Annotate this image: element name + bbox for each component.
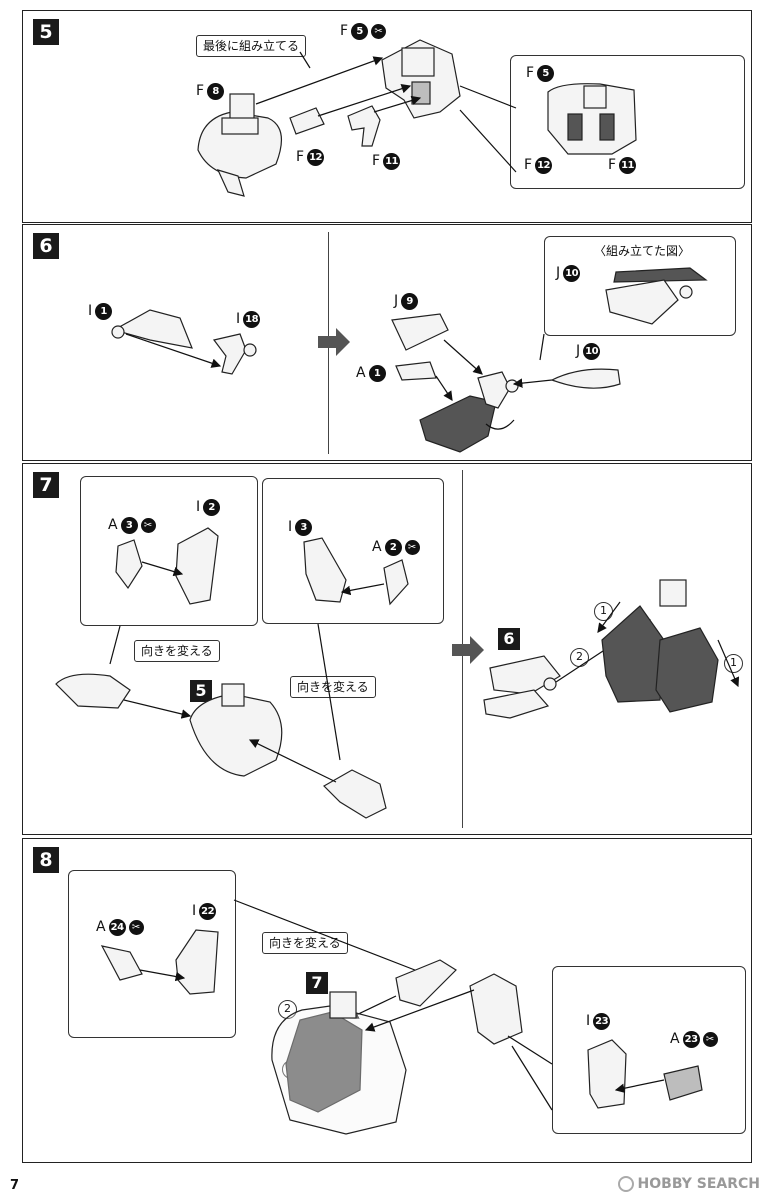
step8-drawings: [100, 899, 703, 1135]
step-5-callout: 最後に組み立てる: [196, 35, 307, 57]
nipper-mark-icon: ✂: [702, 1031, 718, 1047]
step7-order-mark-3: 1: [724, 654, 743, 673]
step7-callout-left: 向きを変える: [134, 640, 220, 662]
step-5-badge: 5: [33, 19, 59, 45]
step8-subbox-right: [552, 966, 746, 1134]
step8-callout: 向きを変える: [262, 932, 348, 954]
step6-drawings: [111, 267, 708, 453]
step-7-badge: 7: [33, 472, 59, 498]
step7-drawings: [55, 527, 740, 819]
step7-ref-6-badge: 6: [498, 628, 520, 650]
watermark-logo-icon: [617, 1176, 634, 1192]
nipper-mark-icon: ✂: [371, 23, 387, 39]
nipper-mark-icon: ✂: [140, 517, 156, 533]
step8-ref-7-badge: 7: [306, 972, 328, 994]
page-number: 7: [10, 1178, 20, 1193]
step7-callout-right: 向きを変える: [290, 676, 376, 698]
nipper-mark-icon: ✂: [128, 919, 144, 935]
step5-drawings: [197, 39, 637, 197]
watermark: HOBBY SEARCH: [617, 1176, 760, 1192]
nipper-mark-icon: ✂: [404, 539, 420, 555]
step7-subbox-left: [80, 476, 258, 626]
step-8-badge: 8: [33, 847, 59, 873]
step6-detail-title: 〈組み立てた図〉: [594, 244, 691, 258]
step-6-badge: 6: [33, 233, 59, 259]
step7-ref-5-badge: 5: [190, 680, 212, 702]
